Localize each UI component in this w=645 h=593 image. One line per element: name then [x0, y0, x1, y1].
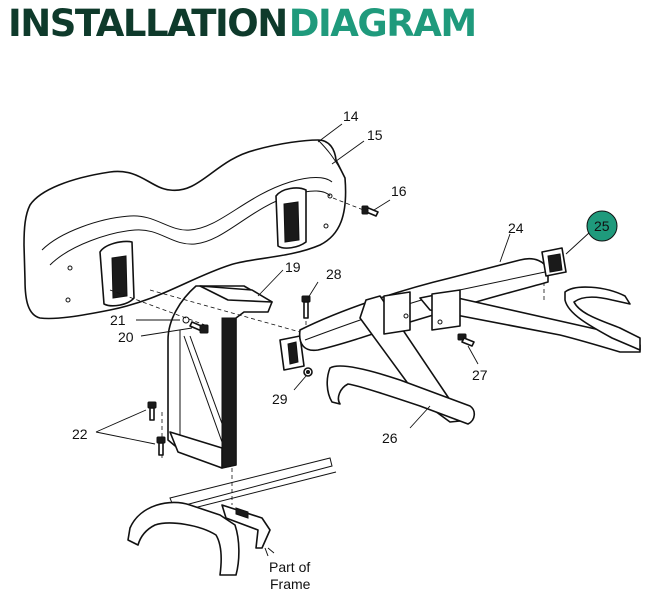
callout-25-badge [586, 210, 618, 242]
bolts-20-21 [182, 316, 209, 334]
callout-19: 19 [285, 259, 301, 275]
handle-loop-26 [326, 365, 476, 425]
right-hook-loop [564, 286, 641, 351]
title-part-diagram: DIAGRAM [289, 2, 476, 45]
callout-26: 26 [382, 430, 398, 446]
nut-29 [303, 367, 313, 377]
callout-14: 14 [343, 108, 359, 124]
callout-25: 25 [594, 218, 610, 234]
callout-16: 16 [391, 183, 407, 199]
bolts-22 [147, 401, 166, 456]
callout-29: 29 [272, 391, 288, 407]
callout-28: 28 [326, 266, 342, 282]
bolt-28 [301, 295, 311, 319]
frame-crossbar-24 [298, 257, 641, 423]
svg-text:INSTALLATIONDIAGRAM: INSTALLATIONDIAGRAM [8, 2, 476, 45]
diagram-title: INSTALLATIONDIAGRAM [8, 2, 477, 45]
vehicle-frame [127, 457, 337, 576]
callout-22: 22 [72, 426, 88, 442]
title-part-installation: INSTALLATION [8, 2, 287, 45]
leader-lines [95, 123, 591, 554]
callout-27: 27 [472, 367, 488, 383]
frame-label-line1: Part of [269, 559, 310, 575]
seat-back-cushion [23, 139, 347, 320]
bolt-16 [332, 197, 379, 217]
callout-15: 15 [367, 127, 383, 143]
bolt-27 [457, 333, 475, 347]
callout-21: 21 [110, 312, 126, 328]
callout-20: 20 [118, 329, 134, 345]
bracket-25 [541, 247, 567, 277]
support-bracket-19 [167, 285, 273, 469]
callout-24: 24 [508, 220, 524, 236]
clip-bracket [279, 335, 305, 371]
frame-label-line2: Frame [270, 576, 311, 592]
